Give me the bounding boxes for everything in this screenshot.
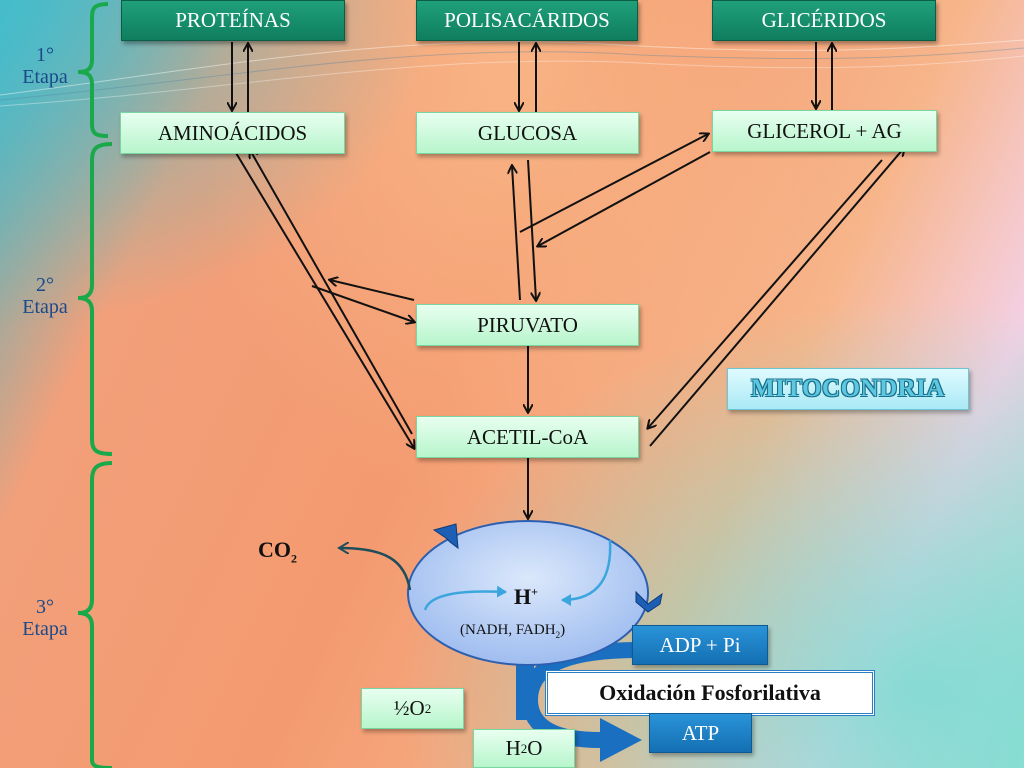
stage1-number: 1° <box>36 44 54 66</box>
chevron-top <box>432 523 459 550</box>
h2o-post: O <box>527 736 543 760</box>
node-glucosa: GLUCOSA <box>416 112 639 154</box>
nadh-label: (NADH, FADH2) <box>460 622 566 640</box>
node-piruvato: PIRUVATO <box>416 304 639 346</box>
stage2-word: Etapa <box>22 296 68 318</box>
node-polisacaridos: POLISACÁRIDOS <box>416 0 638 41</box>
decor-wave-2 <box>0 47 1024 101</box>
mitocondria-text: MITOCONDRIA <box>751 375 945 402</box>
node-glicerol: GLICEROL + AG <box>712 110 937 152</box>
node-atp: ATP <box>649 713 752 753</box>
arrow-cycle-right <box>561 539 612 606</box>
co2-label: CO2 <box>258 537 297 566</box>
stage1-bracket <box>77 2 109 138</box>
stage3-number: 3° <box>36 596 54 618</box>
node-adp: ADP + Pi <box>632 625 768 665</box>
arrow-glucosa-to-piruvato <box>527 159 536 300</box>
flow-to-h2o <box>516 660 534 720</box>
flow-atp-arrowhead <box>600 718 642 762</box>
stage3-label: 3° Etapa <box>5 596 85 640</box>
arrow-glicerol-to-glucosa <box>538 151 711 246</box>
co2-main: CO <box>258 537 291 562</box>
stage1-label: 1° Etapa <box>5 44 85 88</box>
arrow-cycle-left <box>423 585 507 611</box>
stage2-label: 2° Etapa <box>5 274 85 318</box>
stage1-word: Etapa <box>22 66 68 88</box>
hplus-label: H+ <box>514 584 538 610</box>
nadh-pre: (NADH, FADH <box>460 622 556 638</box>
node-acetil-coa: ACETIL-CoA <box>416 416 639 458</box>
node-gliceridos: GLICÉRIDOS <box>712 0 936 41</box>
hplus-main: H <box>514 584 532 609</box>
arrow-to-co2 <box>340 548 412 591</box>
arrow-glucosa-to-glicerol <box>519 134 708 233</box>
node-proteinas: PROTEÍNAS <box>121 0 345 41</box>
arrow-piruvato-to-branch <box>330 280 415 301</box>
stage3-bracket <box>77 461 113 768</box>
arrow-branch-to-piruvato <box>311 285 414 322</box>
chevron-right <box>635 590 663 613</box>
stage2-number: 2° <box>36 274 54 296</box>
oxidacion-fosforilativa: Oxidación Fosforilativa <box>545 670 875 716</box>
decor-wave-3 <box>0 55 1024 107</box>
nadh-post: ) <box>560 622 566 638</box>
arrow-glicerol-to-acetil <box>648 159 883 428</box>
node-aminoacidos: AMINOÁCIDOS <box>120 112 345 154</box>
mitocondria-label: MITOCONDRIA <box>727 368 969 410</box>
nadh-sub: 2 <box>555 630 561 640</box>
stage2-bracket <box>77 142 113 456</box>
arrow-aminoacidos-to-acetil <box>232 147 414 448</box>
stage3-word: Etapa <box>22 618 68 640</box>
co2-sub: 2 <box>291 551 297 566</box>
decor-wave-1 <box>0 39 1024 96</box>
o2-main: ½O <box>393 696 425 720</box>
arrow-acetil-to-glicerol <box>649 148 904 447</box>
hplus-sup: + <box>531 584 538 599</box>
arrow-piruvato-to-glucosa <box>512 166 521 301</box>
h2o-pre: H <box>505 736 521 760</box>
mitochondrion <box>407 520 649 666</box>
